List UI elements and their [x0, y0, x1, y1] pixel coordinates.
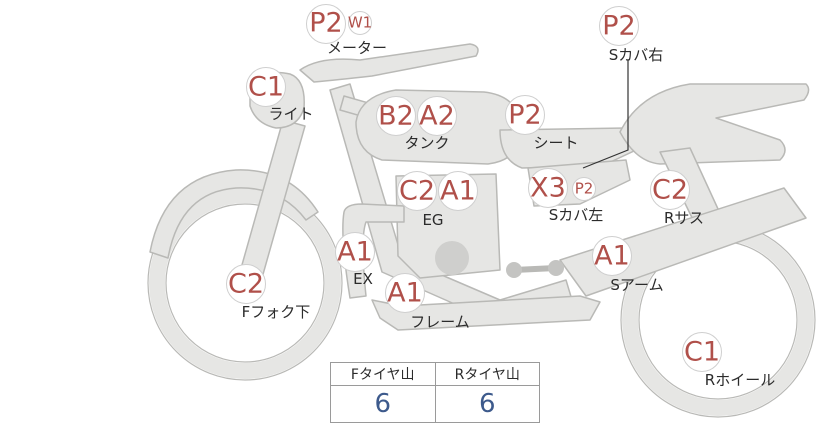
grade-circle-meter-small — [348, 11, 372, 35]
grade-exhaust: A1 — [337, 236, 373, 268]
grade-tank-1: B2 — [378, 100, 414, 132]
front-wheel-inner-edge — [165, 203, 325, 363]
grade-circle-swingarm — [592, 236, 632, 276]
leader-line-side-cover-r — [582, 60, 629, 169]
grade-tank-2: A2 — [419, 100, 455, 132]
engine-cover-shape — [435, 241, 469, 275]
grade-meter: P2 — [309, 7, 343, 39]
label-tank: タンク — [404, 134, 450, 152]
label-side-cover-l: Sカバ左 — [548, 206, 604, 224]
grade-circle-front-fork — [226, 264, 266, 304]
grade-front-fork: C2 — [227, 268, 265, 300]
grade-engine-2: A1 — [440, 175, 476, 207]
grade-circle-seat — [505, 95, 545, 135]
grade-swingarm: A1 — [594, 240, 630, 272]
label-rear-shock: Rサス — [663, 209, 705, 227]
rear-fender-shape — [619, 83, 810, 165]
grade-frame: A1 — [387, 277, 423, 309]
front-tread-header: Fタイヤ山 — [330, 362, 436, 386]
grade-circle-frame — [385, 273, 425, 313]
grade-circle-engine-2 — [438, 171, 478, 211]
grade-circle-side-cover-r — [599, 6, 639, 46]
front-wheel — [149, 187, 341, 379]
grade-side-cover-l-1: X3 — [530, 172, 566, 204]
grade-light: C1 — [247, 71, 285, 103]
grade-circle-tank-1 — [376, 96, 416, 136]
frame-lower-shape — [371, 295, 601, 331]
grade-meter-sub: W1 — [347, 13, 373, 32]
grade-side-cover-r: P2 — [602, 10, 636, 42]
handlebar-shape — [299, 43, 479, 83]
seat-shape — [499, 127, 637, 169]
grade-circle-meter — [306, 4, 346, 44]
label-seat: シート — [533, 134, 579, 152]
grade-rear-wheel: C1 — [683, 336, 721, 368]
grade-circle-engine-1 — [397, 171, 437, 211]
label-meter: メーター — [326, 39, 388, 57]
label-front-fork: Fフォク下 — [241, 303, 311, 321]
grade-circle-light — [246, 67, 286, 107]
rear-tread-value: 6 — [434, 385, 540, 423]
rear-tread-header: Rタイヤ山 — [434, 362, 540, 386]
label-light: ライト — [268, 105, 314, 123]
grade-circle-side-cover-l-small — [572, 177, 596, 201]
footpeg-knob-1 — [506, 262, 522, 278]
grade-circle-rear-wheel — [682, 332, 722, 372]
label-engine: EG — [422, 211, 444, 229]
grade-circle-exhaust — [335, 232, 375, 272]
grade-rear-shock: C2 — [651, 174, 689, 206]
tire-tread-table: Fタイヤ山 Rタイヤ山 6 6 — [330, 362, 540, 423]
grade-seat: P2 — [508, 99, 542, 131]
footpeg-knob-2 — [548, 260, 564, 276]
grade-circle-side-cover-l — [528, 168, 568, 208]
label-rear-wheel: Rホイール — [704, 371, 776, 389]
grade-circle-tank-2 — [417, 96, 457, 136]
label-side-cover-r: Sカバ右 — [608, 46, 664, 64]
grade-engine-1: C2 — [398, 175, 436, 207]
label-exhaust: EX — [353, 270, 373, 288]
label-swingarm: Sアーム — [610, 276, 664, 294]
grade-circle-rear-shock — [650, 170, 690, 210]
grade-side-cover-l-2: P2 — [574, 179, 594, 198]
front-tread-value: 6 — [330, 385, 436, 423]
label-frame: フレーム — [410, 313, 470, 331]
